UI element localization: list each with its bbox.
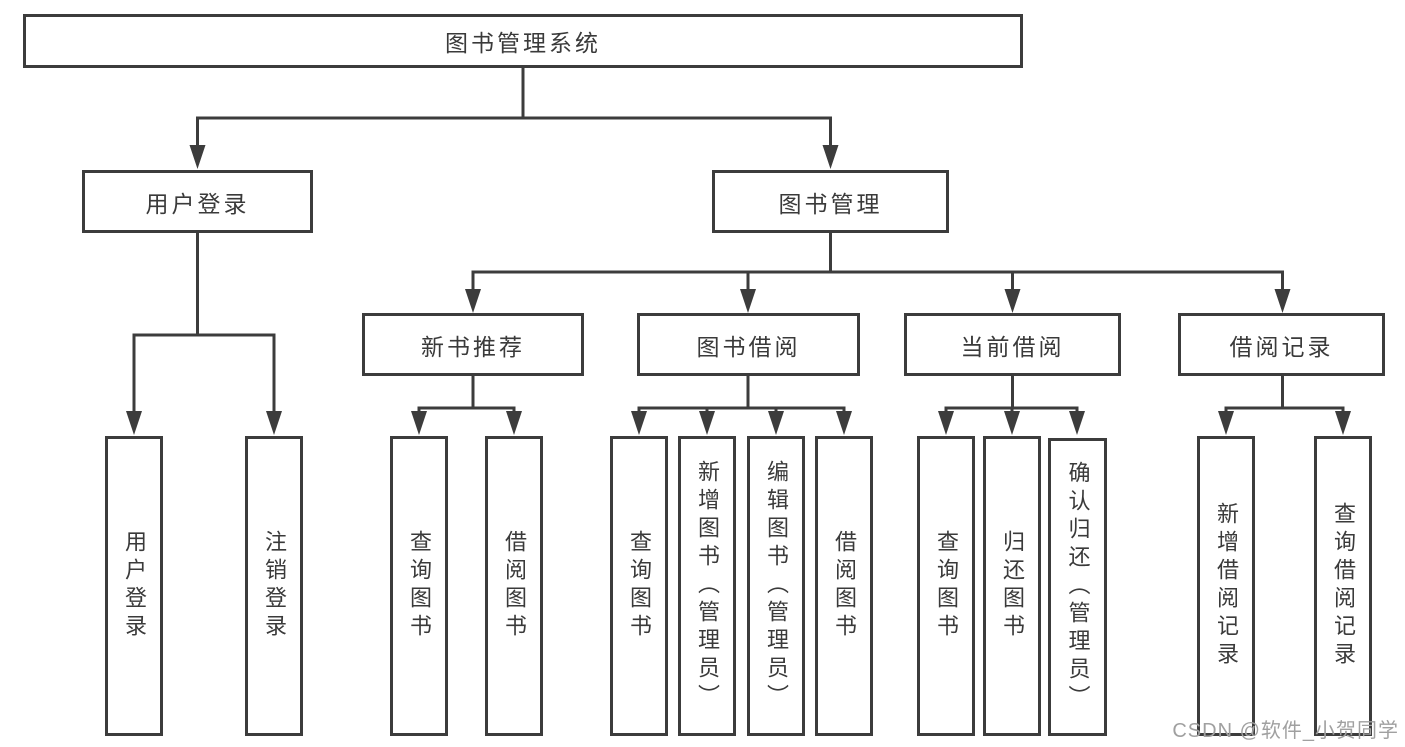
node-current-borrow: 当前借阅 (904, 313, 1121, 376)
leaf-records-query-record: 查询借阅记录 (1314, 436, 1372, 736)
node-label: 新增借阅记录 (1214, 502, 1239, 670)
connector-new-book-recommend-to-leaves (411, 376, 522, 435)
node-label: 图书借阅 (696, 333, 801, 360)
node-label: 查询图书 (934, 530, 959, 642)
leaf-recommend-borrow-books: 借阅图书 (485, 436, 543, 736)
connector-borrow-records-to-leaves (1218, 376, 1351, 435)
node-label: 查询图书 (407, 530, 432, 642)
node-label: 当前借阅 (960, 333, 1065, 360)
leaf-borrow-edit-books-admin: 编辑图书（管理员） (747, 436, 805, 736)
node-new-book-recommend: 新书推荐 (362, 313, 584, 376)
leaf-records-add-record: 新增借阅记录 (1197, 436, 1255, 736)
node-book-borrow: 图书借阅 (637, 313, 860, 376)
leaf-recommend-query-books: 查询图书 (390, 436, 448, 736)
node-label: 图书管理系统 (445, 30, 601, 56)
leaf-current-return-books: 归还图书 (983, 436, 1041, 736)
node-label: 借阅记录 (1229, 333, 1334, 360)
node-root: 图书管理系统 (23, 14, 1023, 68)
connector-book-borrow-to-leaves (631, 376, 852, 435)
node-user-login: 用户登录 (82, 170, 313, 233)
node-label: 确认归还（管理员） (1065, 461, 1091, 713)
node-label: 查询借阅记录 (1331, 502, 1356, 670)
csdn-watermark: CSDN @软件_小贺同学 (1172, 720, 1399, 742)
connector-current-borrow-to-leaves (938, 376, 1085, 435)
node-label: 新书推荐 (421, 333, 525, 360)
connector-root-to-level2 (189, 68, 839, 169)
node-label: 归还图书 (1000, 530, 1025, 642)
leaf-current-query-books: 查询图书 (917, 436, 975, 736)
leaf-logout: 注销登录 (245, 436, 303, 736)
node-label: 用户登录 (145, 190, 250, 217)
connector-user-login-to-leaves (126, 233, 282, 435)
node-label: 用户登录 (122, 530, 147, 642)
node-label: 借阅图书 (832, 530, 857, 642)
node-label: 借阅图书 (502, 530, 527, 642)
leaf-current-confirm-return-admin: 确认归还（管理员） (1048, 438, 1107, 736)
leaf-borrow-query-books: 查询图书 (610, 436, 668, 736)
node-label: 注销登录 (262, 530, 287, 642)
node-label: 编辑图书（管理员） (764, 460, 789, 712)
node-borrow-records: 借阅记录 (1178, 313, 1385, 376)
node-book-management: 图书管理 (712, 170, 949, 233)
node-label: 新增图书（管理员） (695, 460, 720, 712)
node-label: 图书管理 (778, 190, 883, 217)
leaf-borrow-borrow-books: 借阅图书 (815, 436, 873, 736)
leaf-borrow-add-books-admin: 新增图书（管理员） (678, 436, 736, 736)
leaf-user-login: 用户登录 (105, 436, 163, 736)
node-label: 查询图书 (627, 530, 652, 642)
connector-book-management-to-level3 (465, 233, 1291, 313)
